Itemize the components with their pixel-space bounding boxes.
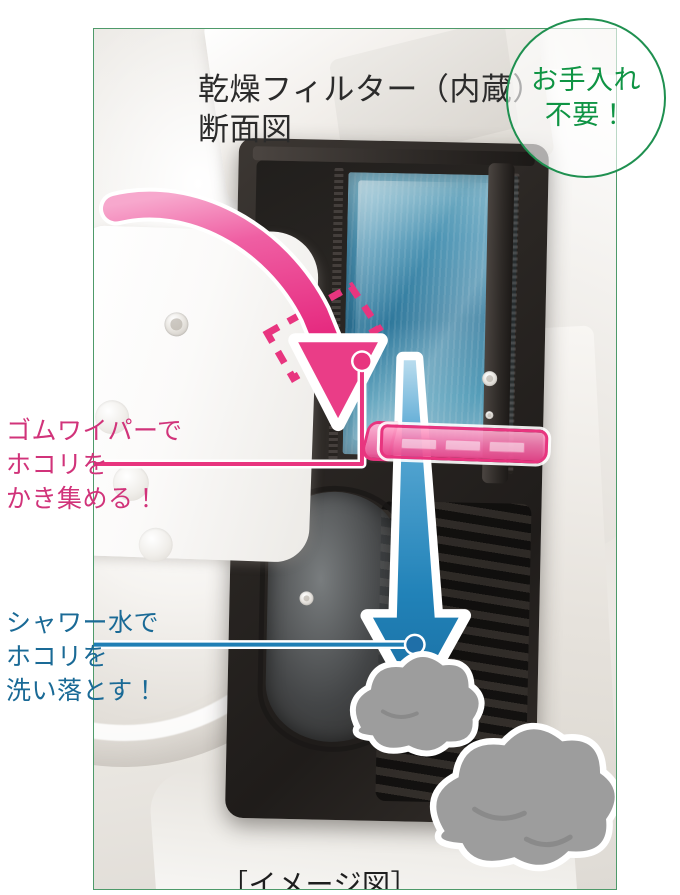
wiper-slot-2 (444, 439, 482, 452)
maintenance-free-badge: お手入れ 不要！ (506, 18, 666, 178)
annotation-wiper: ゴムワイパーで ホコリを かき集める！ (6, 416, 183, 513)
housing-nub (206, 211, 221, 226)
wiper-slot-1 (400, 437, 438, 451)
maintenance-free-badge-label: お手入れ 不要！ (531, 64, 641, 131)
bracket-screw (164, 311, 189, 337)
bracket-knob-3 (138, 527, 174, 563)
annotation-shower: シャワー水で ホコリを 洗い落とす！ (6, 608, 160, 705)
wiper-slot-3 (488, 440, 526, 454)
rubber-wiper-bar (359, 420, 549, 464)
figure-title: 乾燥フィルター（内蔵） 断面図 (198, 72, 544, 148)
figure-caption: ［イメージ図］ (220, 868, 419, 889)
wiper-body (379, 424, 549, 464)
